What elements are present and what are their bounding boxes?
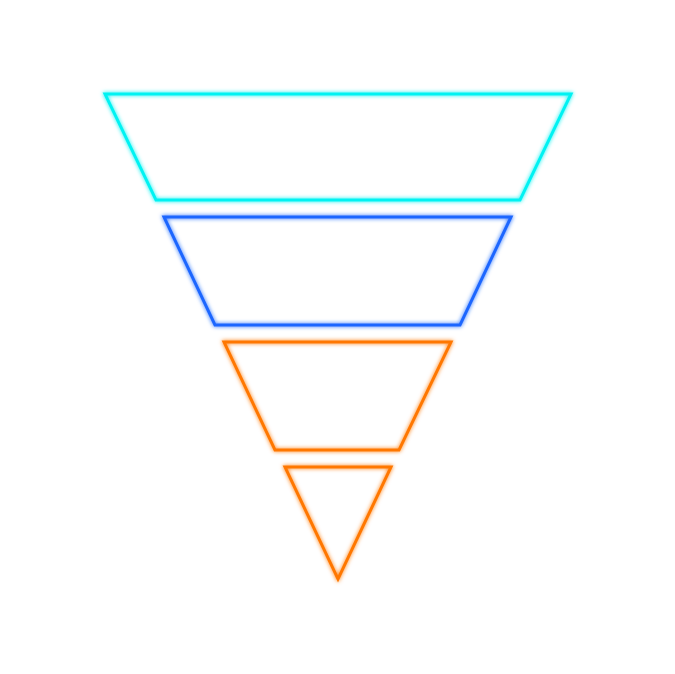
funnel-stages: [102, 92, 574, 583]
funnel-stage-1-trapezoid: [102, 92, 574, 202]
funnel-stage-2-trapezoid: [161, 215, 514, 327]
funnel-stage-3-trapezoid: [221, 340, 454, 452]
funnel-stage-4-triangle: [282, 465, 394, 583]
